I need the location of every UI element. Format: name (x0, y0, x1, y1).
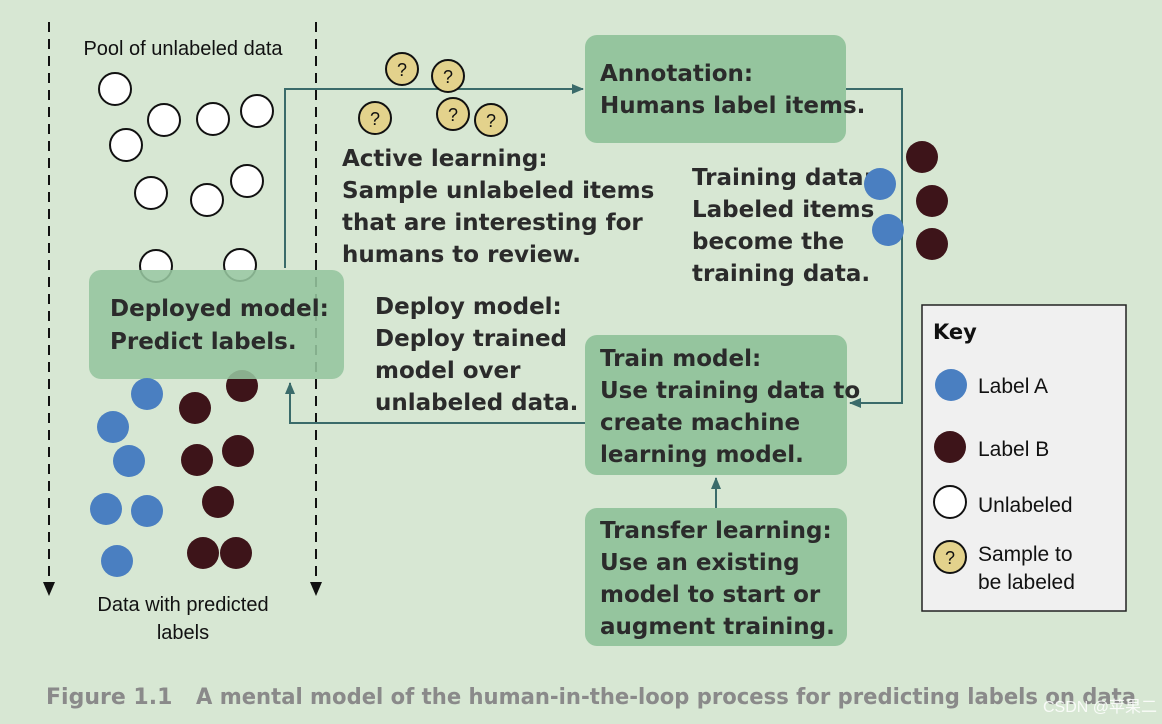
unlabeled-items (98, 72, 274, 283)
training-items (864, 141, 948, 260)
label-b-item (916, 185, 948, 217)
unlabeled-item (196, 102, 230, 136)
annotation-box (585, 35, 846, 143)
active-learning-line4: humans to review. (342, 242, 581, 268)
pool-bottom-label-line2: labels (157, 622, 209, 644)
label-b-item (187, 537, 219, 569)
unlabeled-item (230, 164, 264, 198)
unlabeled-item (190, 183, 224, 217)
key-label-b-text: Label B (978, 438, 1049, 461)
sample-items: ? ? ? ? ? (358, 52, 508, 137)
sample-item: ? (358, 101, 392, 135)
label-a-item (113, 445, 145, 477)
key-unlabeled-swatch (933, 485, 967, 519)
transfer-learning-line2: Use an existing (600, 550, 800, 576)
label-b-item (222, 435, 254, 467)
key-sample-line1: Sample to (978, 543, 1073, 566)
deployed-model-box (89, 270, 344, 379)
deploy-model-line2: Deploy trained (375, 326, 567, 352)
deploy-model-arrow (285, 382, 585, 424)
label-a-item (97, 411, 129, 443)
label-a-item (131, 495, 163, 527)
label-a-item (90, 493, 122, 525)
pool-right-arrowhead (310, 582, 322, 596)
unlabeled-item (109, 128, 143, 162)
transfer-learning-line1: Transfer learning: (600, 518, 832, 544)
training-data-line1: Training data: (692, 165, 873, 191)
train-model-line2: Use training data to (600, 378, 860, 404)
train-model-line1: Train model: (600, 346, 761, 372)
key-sample-swatch (933, 540, 967, 574)
key-sample-line2: be labeled (978, 571, 1075, 594)
key-label-b-swatch (934, 431, 966, 463)
label-a-item (864, 168, 896, 200)
unlabeled-item (147, 103, 181, 137)
predicted-items (90, 378, 254, 577)
deploy-model-line1: Deploy model: (375, 294, 562, 320)
pool-top-label: Pool of unlabeled data (83, 38, 283, 60)
svg-text:?: ? (443, 67, 453, 87)
key-sample-mark: ? (945, 548, 955, 568)
label-b-item (181, 444, 213, 476)
svg-text:?: ? (448, 105, 458, 125)
key-title: Key (933, 320, 977, 344)
train-model-box (585, 335, 847, 475)
sample-item: ? (385, 52, 419, 86)
key-label-a-text: Label A (978, 375, 1048, 398)
unlabeled-item (134, 176, 168, 210)
pool-bottom-label-line1: Data with predicted (97, 594, 268, 616)
label-b-item (906, 141, 938, 173)
training-data-line3: become the (692, 229, 844, 255)
pool-left-arrowhead (43, 582, 55, 596)
figure-caption-text: A mental model of the human-in-the-loop … (196, 685, 1136, 710)
transfer-learning-line4: augment training. (600, 614, 835, 640)
key-label-a-swatch (935, 369, 967, 401)
svg-text:?: ? (370, 109, 380, 129)
label-a-item (872, 214, 904, 246)
label-a-item (131, 378, 163, 410)
deploy-model-line4: unlabeled data. (375, 390, 578, 416)
deploy-model-line3: model over (375, 358, 521, 384)
active-learning-arrow (284, 84, 584, 268)
figure-caption-label: Figure 1.1 (46, 685, 172, 710)
label-b-item (220, 537, 252, 569)
training-data-line4: training data. (692, 261, 870, 287)
train-model-line4: learning model. (600, 442, 804, 468)
svg-text:?: ? (486, 111, 496, 131)
active-learning-line3: that are interesting for (342, 210, 643, 236)
key-unlabeled-text: Unlabeled (978, 494, 1073, 517)
unlabeled-item (98, 72, 132, 106)
watermark: CSDN @苹果二 (1043, 698, 1157, 716)
label-b-item (916, 228, 948, 260)
unlabeled-item (240, 94, 274, 128)
deployed-model-line2: Predict labels. (110, 329, 297, 355)
training-data-arrow (846, 88, 903, 408)
sample-item: ? (436, 97, 470, 131)
annotation-line1: Annotation: (600, 61, 753, 87)
transfer-learning-box (585, 508, 847, 646)
annotation-line2: Humans label items. (600, 93, 865, 119)
active-learning-line1: Active learning: (342, 146, 548, 172)
sample-item: ? (474, 103, 508, 137)
train-model-line3: create machine (600, 410, 800, 436)
label-b-item (179, 392, 211, 424)
training-data-line2: Labeled items (692, 197, 874, 223)
svg-text:?: ? (397, 60, 407, 80)
transfer-learning-line3: model to start or (600, 582, 821, 608)
label-a-item (101, 545, 133, 577)
active-learning-line2: Sample unlabeled items (342, 178, 654, 204)
deployed-model-line1: Deployed model: (110, 296, 329, 322)
sample-item: ? (431, 59, 465, 93)
label-b-item (202, 486, 234, 518)
